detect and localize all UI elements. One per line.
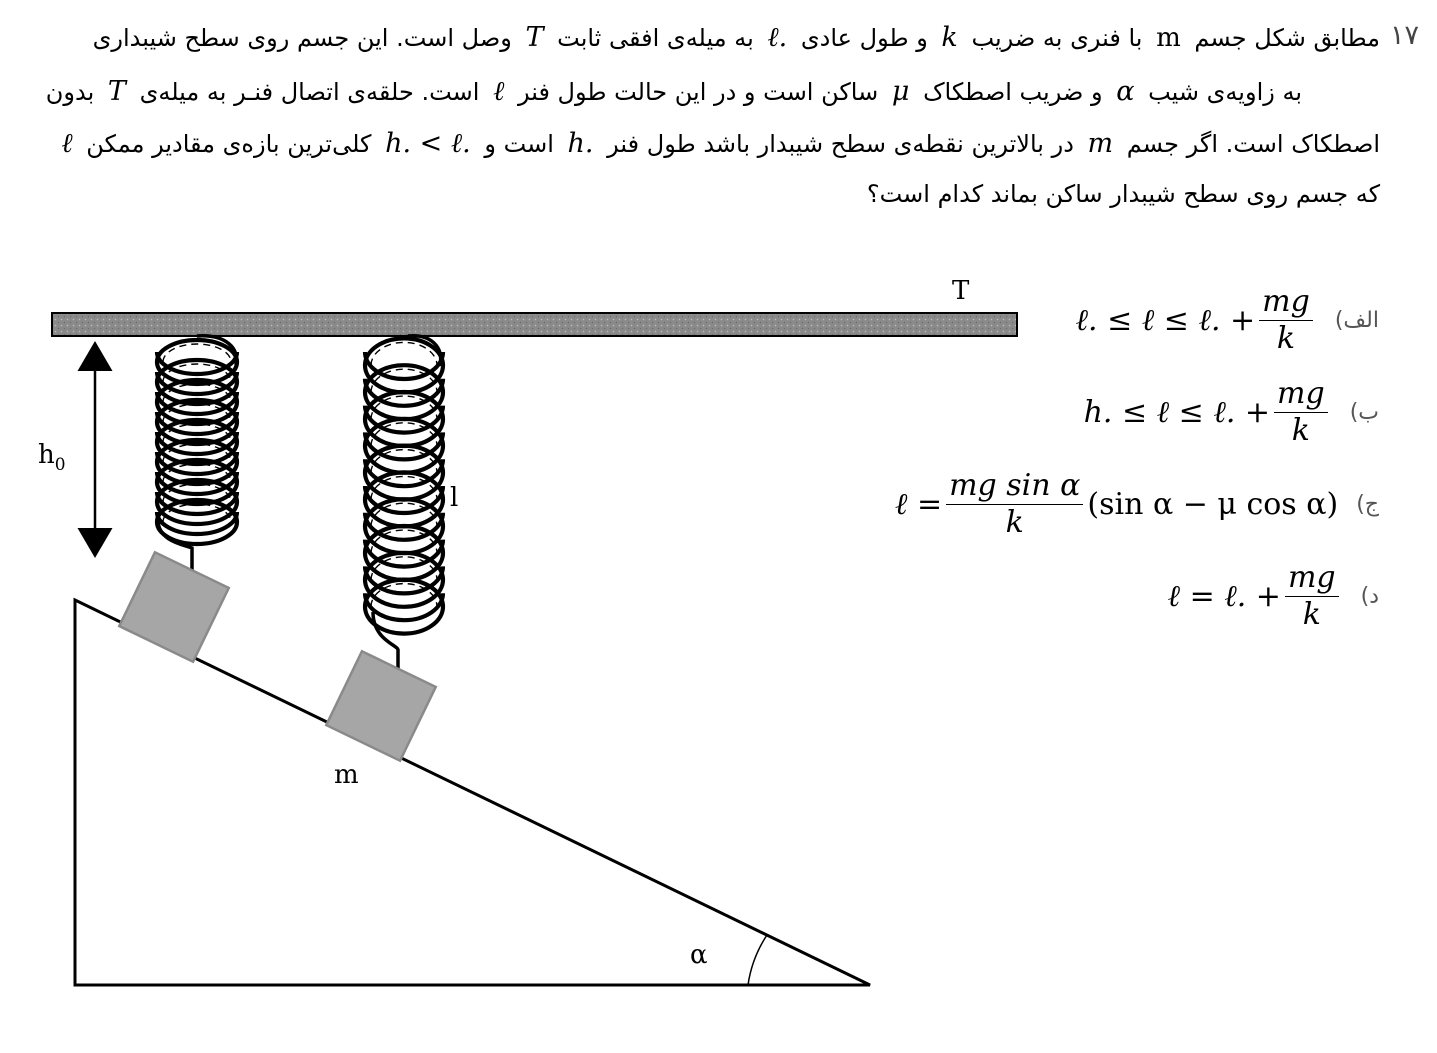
option-b[interactable]: h. ≤ ℓ ≤ ℓ. + mg k ب) xyxy=(1084,378,1379,446)
angle-symbol: α xyxy=(1116,76,1135,107)
question-line-2: به زاویه‌ی شیب α و ضریب اصطکاک μ ساکن اس… xyxy=(45,76,1302,107)
friction-symbol: μ xyxy=(891,76,910,107)
h0-symbol: h. xyxy=(567,128,594,159)
option-b-expression: h. ≤ ℓ ≤ ℓ. + mg k xyxy=(1084,378,1332,446)
option-c-expression: ℓ = mg sin α k (sin α − μ cos α) xyxy=(894,468,1339,540)
angle-arc xyxy=(747,934,768,986)
spring-top-of-incline xyxy=(154,334,240,578)
spring-lower-position xyxy=(362,334,446,681)
option-c-label: ج) xyxy=(1356,491,1379,517)
question-line-1: مطابق شکل جسم m با فنری به ضریب k و طول … xyxy=(92,22,1380,53)
length-symbol: ℓ xyxy=(61,128,73,159)
natural-length-symbol: ℓ. xyxy=(767,22,788,53)
option-a-label: الف) xyxy=(1334,307,1379,333)
length-label: l xyxy=(450,483,458,513)
rod-symbol: T xyxy=(107,76,126,107)
block-at-top xyxy=(117,550,231,664)
horizontal-rod xyxy=(51,312,1018,337)
rod-symbol: T xyxy=(525,22,544,53)
option-c-fraction: mg sin α k xyxy=(946,470,1084,538)
block-on-incline xyxy=(324,649,438,763)
mass-symbol: m xyxy=(1156,23,1181,53)
option-a[interactable]: ℓ. ≤ ℓ ≤ ℓ. + mg k الف) xyxy=(1076,286,1379,354)
h0-label: h0 xyxy=(38,440,66,475)
option-a-fraction: mg k xyxy=(1259,286,1313,354)
option-b-fraction: mg k xyxy=(1274,378,1328,446)
spring-constant-symbol: k xyxy=(941,22,958,53)
rod-label: T xyxy=(952,276,970,306)
option-d-label: د) xyxy=(1360,583,1379,609)
inclined-plane xyxy=(73,597,871,987)
option-a-expression: ℓ. ≤ ℓ ≤ ℓ. + mg k xyxy=(1076,286,1317,354)
mass-label: m xyxy=(334,760,359,790)
option-d-fraction: mg k xyxy=(1284,562,1339,630)
option-c[interactable]: ℓ = mg sin α k (sin α − μ cos α) ج) xyxy=(895,470,1379,538)
option-d[interactable]: ℓ = ℓ. + mg k د) xyxy=(1168,562,1379,630)
condition-expression: h. < ℓ. xyxy=(385,128,471,159)
angle-label: α xyxy=(690,940,708,970)
question-line-4: که جسم روی سطح شیبدار ساکن بماند کدام اس… xyxy=(866,180,1380,208)
question-number: ۱۷ xyxy=(1389,20,1419,51)
question-line-3: اصطکاک است. اگر جسم m در بالاترین نقطه‌ی… xyxy=(61,128,1380,159)
mass-symbol: m xyxy=(1087,128,1114,159)
option-d-expression: ℓ = ℓ. + mg k xyxy=(1168,562,1343,630)
length-symbol: ℓ xyxy=(493,76,505,107)
option-b-label: ب) xyxy=(1349,399,1379,425)
